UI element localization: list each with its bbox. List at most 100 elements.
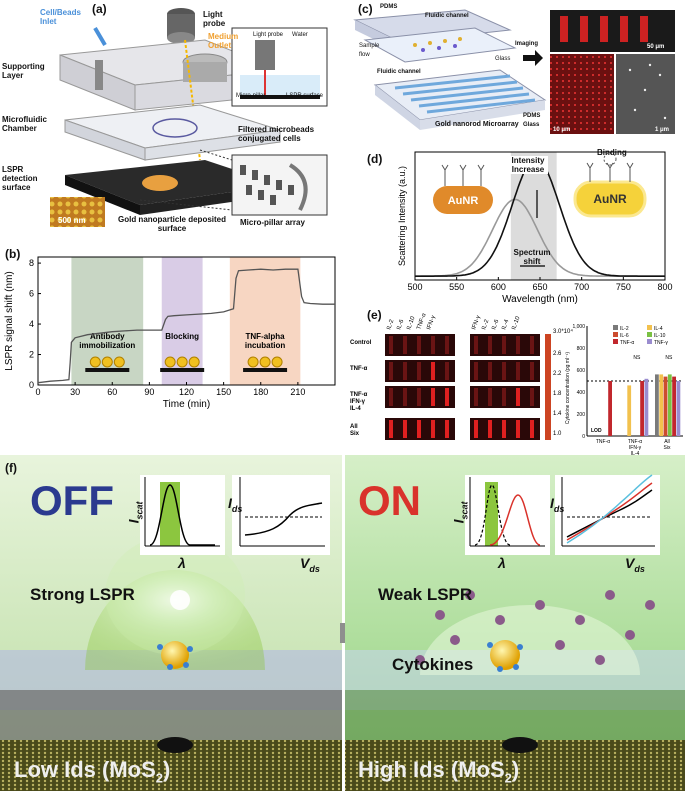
aunr-right-label: AuNR (593, 192, 627, 206)
col2-label-4: IL-10 (511, 315, 522, 331)
weak-lspr-label: Weak LSPR (378, 585, 473, 604)
microfluidic-chamber-label: Microfluidic Chamber (2, 115, 47, 133)
bar-4-0 (608, 381, 612, 436)
heat-cell-1-0-3 (431, 362, 435, 380)
iscat-i-left: I (125, 519, 142, 524)
x-axis-label: Wavelength (nm) (502, 294, 578, 305)
supporting-layer-label: Supporting Layer (2, 62, 45, 80)
legend-label-0: IL-2 (620, 326, 629, 332)
iscat-i-right: I (450, 519, 467, 524)
colorbar-tick-3: 1.4 (553, 411, 562, 417)
vds-sub-left: ds (309, 563, 320, 574)
heat-cell-1-0-0 (389, 362, 393, 380)
panel-e-label: (e) (367, 308, 382, 322)
row-label-2-2: IL-4 (350, 406, 361, 412)
col1-label-1: IL-6 (396, 318, 405, 330)
row-label-2-0: TNF-α (350, 392, 368, 398)
row-label-3-0: All (350, 424, 358, 430)
ids-i-right: I (550, 495, 554, 511)
legend-swatch-1 (647, 325, 652, 330)
y-tick-label-8: 8 (29, 258, 34, 268)
high-ids-sub: 2 (504, 770, 512, 786)
x-tick-label-60: 60 (107, 387, 117, 397)
iscat-axis-right: Iscat (451, 501, 470, 523)
lambda-axis-right: λ (498, 555, 506, 571)
row-label-2-1: IFN-γ (350, 399, 366, 405)
heat-cell-3-0-2 (417, 420, 421, 438)
colorbar-tick-2: 1.8 (553, 391, 562, 397)
heat-cell-0-0-0 (389, 336, 393, 354)
sample-flow-label: Sample flow (359, 43, 380, 58)
y-axis-label: Scattering Intensity (a.u.) (397, 166, 407, 266)
bar-4-2 (672, 376, 676, 436)
col2-label-3: IL-4 (501, 318, 510, 330)
inset-water: Water (292, 32, 308, 38)
filtered-beads-label: Filtered microbeads conjugated cells (238, 125, 315, 143)
np-2-2 (271, 356, 283, 368)
vds-v-left: V (300, 555, 310, 571)
high-ids-close: ) (511, 757, 520, 782)
heat-cell-1-1-4 (530, 362, 534, 380)
panel-c: (c) PDMS Fluidic channel Sample flow Gla… (345, 0, 685, 145)
heat-cell-2-1-4 (530, 388, 534, 406)
bar-3-2 (667, 374, 672, 436)
heat-cell-0-1-0 (474, 336, 478, 354)
heat-cell-1-0-4 (445, 362, 449, 380)
heat-cell-3-0-1 (403, 420, 407, 438)
np-2-0 (247, 356, 259, 368)
ns-label-0: NS (633, 355, 641, 361)
np-0-2 (113, 356, 125, 368)
panel-c-label: (c) (358, 2, 373, 16)
panel-a-label: (a) (92, 2, 107, 16)
x-tick-label-750: 750 (616, 282, 631, 292)
heat-cell-2-0-3 (431, 388, 435, 406)
bar-y-tick-1: 800 (577, 346, 586, 352)
ns-label-1: NS (665, 355, 673, 361)
pdms-glass-label: PDMS Glass (523, 113, 541, 128)
legend-swatch-5 (647, 339, 652, 344)
vds-sub-right: ds (634, 563, 645, 574)
lspr-surface-label: LSPR detection surface (2, 165, 38, 192)
heat-cell-0-1-2 (502, 336, 506, 354)
low-ids-label: Low Ids (MoS2) (14, 757, 170, 785)
heat-cell-3-0-0 (389, 420, 393, 438)
heat-cell-1-0-2 (417, 362, 421, 380)
inset-micro-pillar: Micro-pillar (236, 93, 266, 99)
ids-sub-right: ds (553, 503, 565, 514)
panel-a-illustration (50, 8, 328, 227)
col1-label-0: IL-2 (386, 318, 395, 330)
y-tick-label-6: 6 (29, 289, 34, 299)
x-tick-label-30: 30 (70, 387, 80, 397)
col1-label-4: IFN-γ (426, 315, 437, 331)
x-tick-label-550: 550 (449, 282, 464, 292)
np-1-1 (176, 356, 188, 368)
light-probe-label: Light probe (203, 10, 226, 28)
inset-light-probe: Light probe (253, 32, 284, 38)
legend-swatch-3 (647, 332, 652, 337)
microarray-label: Gold nanorod Microarray (435, 121, 519, 128)
legend-label-5: TNF-γ (654, 340, 668, 346)
bar-y-tick-2: 600 (577, 368, 586, 374)
receptor-right-0 (586, 162, 594, 182)
x-tick-label-210: 210 (290, 387, 305, 397)
heat-cell-3-1-0 (474, 420, 478, 438)
spectrum-shift-label: Spectrum shift (513, 248, 551, 266)
x-tick-label-90: 90 (144, 387, 154, 397)
row-label-3-1: Six (350, 431, 360, 437)
pdms-label: PDMS (380, 4, 398, 10)
low-ids-text: Low Ids (MoS (14, 757, 156, 782)
medium-outlet-label: Medium Outlet (208, 32, 239, 50)
heat-cell-3-1-3 (516, 420, 520, 438)
row-label-1-0: TNF-α (350, 366, 368, 372)
aunr-left (433, 186, 493, 214)
col2-label-0: IFN-γ (471, 315, 482, 331)
heat-cell-1-1-3 (516, 362, 520, 380)
heat-cell-2-1-3 (516, 388, 520, 406)
ids-axis-right: Ids (550, 495, 564, 514)
heat-cell-1-0-1 (403, 362, 407, 380)
cell-inlet-label: Cell/Beads Inlet (40, 8, 81, 26)
heat-cell-0-0-4 (445, 336, 449, 354)
